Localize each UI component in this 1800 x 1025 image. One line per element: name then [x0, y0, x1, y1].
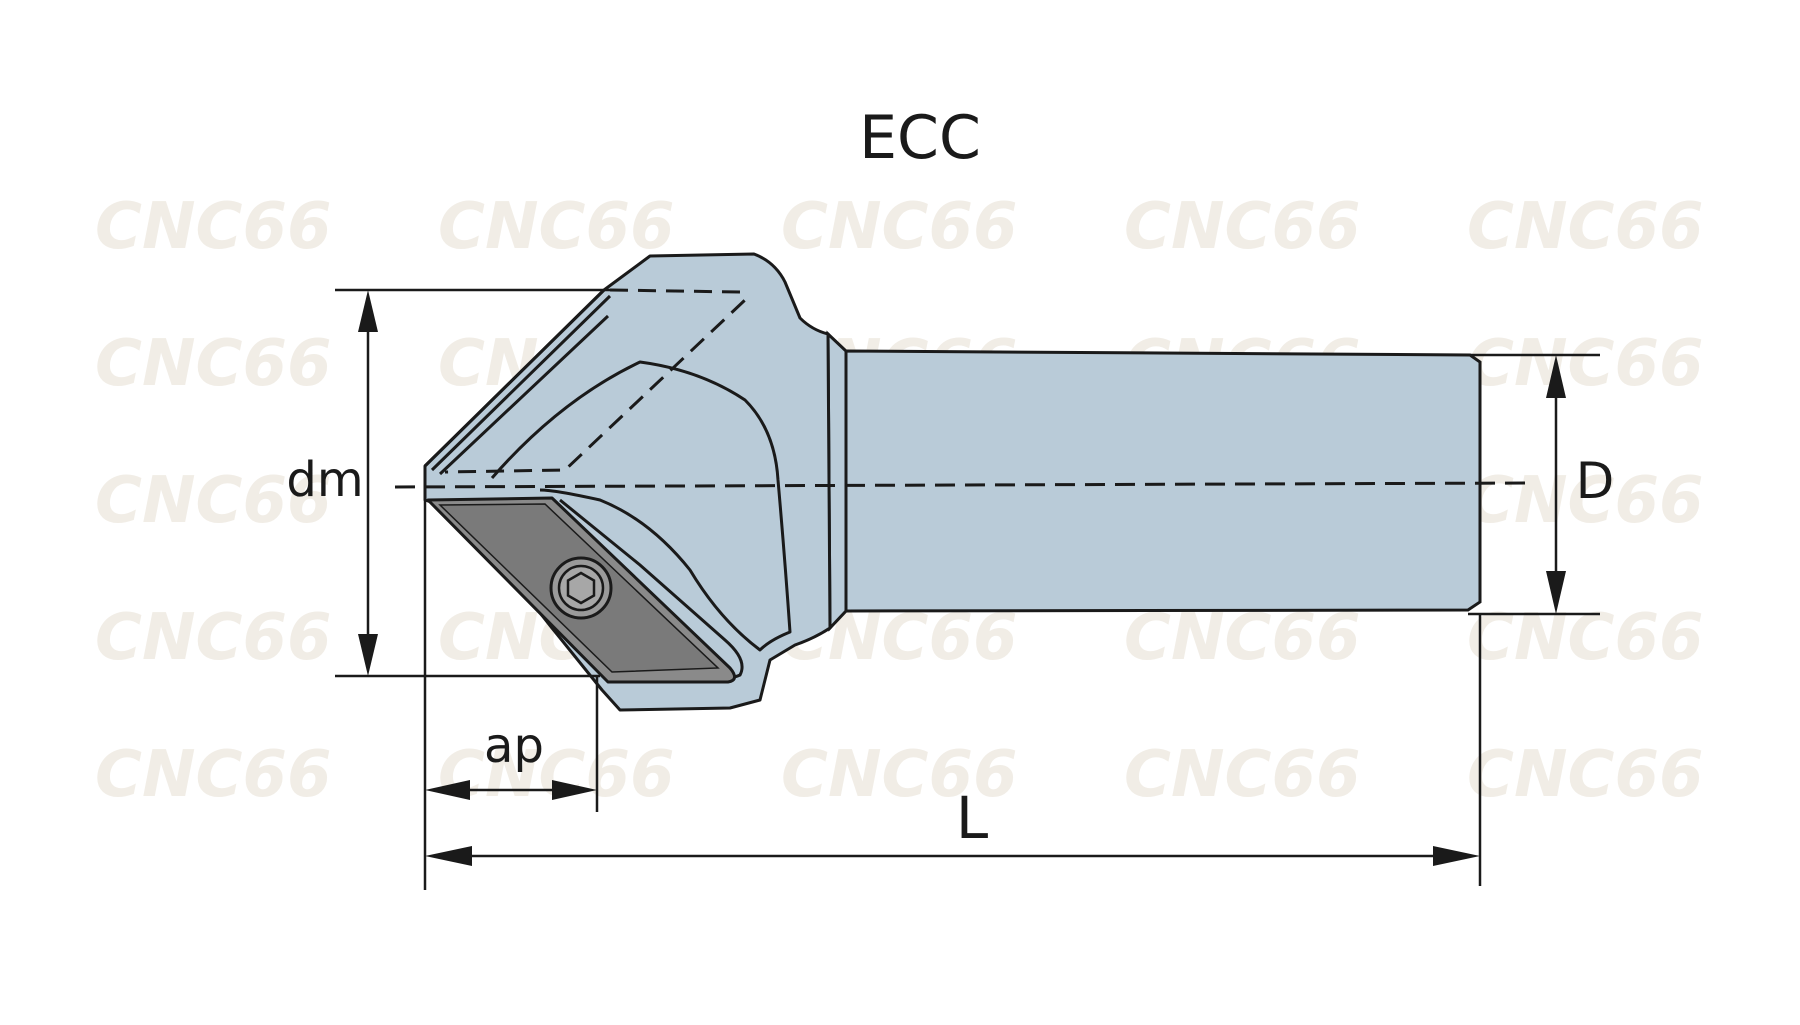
- dm-label: dm: [286, 452, 363, 508]
- dm-arrow-top: [358, 290, 378, 332]
- watermark-text: CNC66: [781, 190, 1018, 264]
- center-line: [394, 481, 1531, 489]
- watermark-text: CNC66: [1467, 464, 1704, 538]
- ap-arrow-right: [552, 780, 597, 800]
- dimension-l: [435, 614, 1482, 886]
- watermark-text: CNC66: [1467, 738, 1704, 812]
- watermark-text: CNC66: [1467, 601, 1704, 675]
- ap-arrow-left: [425, 780, 470, 800]
- l-arrow-right: [1433, 846, 1480, 866]
- watermark-text: CNC66: [438, 738, 675, 812]
- watermark-text: CNC66: [1124, 738, 1361, 812]
- watermark-text: CNC66: [1124, 190, 1361, 264]
- watermark-text: CNC66: [95, 601, 332, 675]
- d-arrow-top: [1546, 355, 1566, 398]
- l-arrow-left: [425, 846, 472, 866]
- dm-arrow-bottom: [358, 634, 378, 676]
- watermark-text: CNC66: [1467, 190, 1704, 264]
- dimension-d: [1468, 353, 1600, 616]
- watermark-text: CNC66: [95, 738, 332, 812]
- watermark-text: CNC66: [95, 464, 332, 538]
- l-label: L: [956, 784, 988, 852]
- dimension-dm: [335, 288, 610, 678]
- insert-screw-inner: [557, 564, 605, 612]
- d-label: D: [1576, 452, 1615, 510]
- chip-flute: [490, 360, 792, 652]
- watermark-text: CNC66: [781, 738, 1018, 812]
- tool-shank: [844, 349, 1482, 613]
- hex-socket-icon: [566, 571, 596, 605]
- watermark-text: CNC66: [95, 190, 332, 264]
- diagram-title: ECC: [859, 103, 981, 173]
- ap-label: ap: [484, 718, 544, 774]
- d-arrow-bottom: [1546, 571, 1566, 614]
- watermark-text: CNC66: [1467, 327, 1704, 401]
- watermark-text: CNC66: [1124, 601, 1361, 675]
- watermark-text: CNC66: [95, 327, 332, 401]
- upper-edge-line: [423, 288, 612, 476]
- hidden-insert-edge: [444, 288, 747, 474]
- watermark-text: CNC66: [438, 190, 675, 264]
